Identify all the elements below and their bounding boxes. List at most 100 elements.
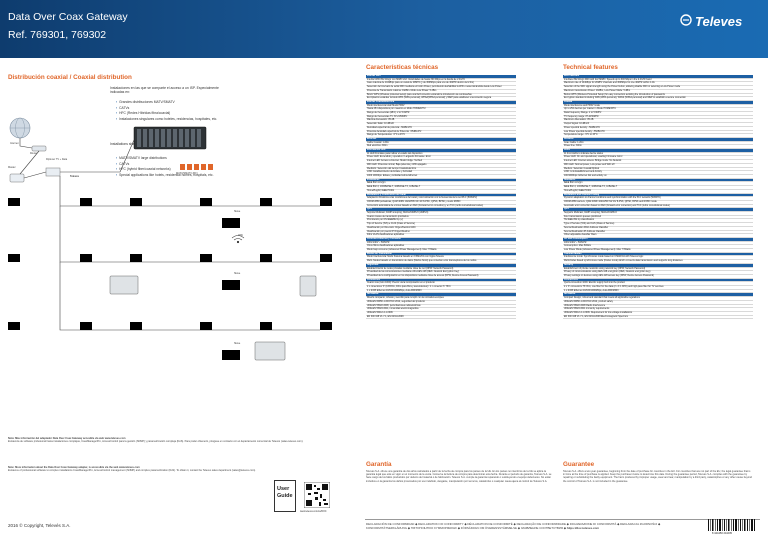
spec-row: Automatic error correction based on FEC …: [563, 204, 753, 209]
spec-row: Privacy of communications using AES-128 …: [563, 270, 753, 275]
spec-cell: WIFI interface: [563, 75, 753, 79]
spec-cell: UNE-EN 50412-2-1:2006: [366, 311, 516, 316]
guarantee-en-title: Guarantee: [563, 461, 595, 468]
spec-cell: IEEE 802.3, 1000BASE-T, 100BASE-TX, 10BA…: [563, 185, 753, 190]
bullets-es: ›Grandes distribuciones MATV/SMATV ›CATV…: [116, 100, 226, 122]
bullet-en-4: ›Special applications like hotels, resid…: [116, 172, 214, 177]
label-slave-1: Slave: [234, 210, 241, 213]
spec-row: Maximum Attenuation: 85 dB: [563, 118, 753, 124]
spec-cell: Modos de Transmisión: [366, 252, 516, 257]
spec-cell: Distance: [563, 137, 753, 142]
spec-cell: Normativa: [366, 292, 516, 298]
spec-cell: Privacy of communications using AES-128 …: [563, 270, 753, 275]
spec-cell: Rango de frecuencias TV: 87-2150MHz: [366, 115, 516, 120]
spec-cell: Medición: Selección del tiempo Coaxial/e…: [366, 167, 516, 172]
laptop-icon: [109, 275, 139, 295]
spec-cell: Connections: [563, 278, 753, 283]
intro-es: Instalaciones en las que se comparte el …: [110, 86, 219, 95]
spec-row: Maximum rate of 144Mbps for 20MHz channe…: [563, 81, 753, 87]
spec-section-header: Ethernet: [366, 137, 516, 142]
spec-row: Button WPS (Wireless Protected Setup) fo…: [563, 93, 753, 98]
spec-cell: UNE-EN 60950-1:2007/AC:2012, seguridad d…: [366, 300, 516, 305]
page-title: Data Over Coax Gateway: [8, 11, 128, 23]
spec-cell: Información LED: [366, 148, 516, 153]
internet-globe-icon: [9, 117, 31, 139]
spec-row: TE IEEE 802.1p classification: [563, 218, 753, 224]
spec-section-header: Security: [563, 263, 753, 268]
spec-row: Low Power spectral density: -55dBm/Hz: [563, 130, 753, 135]
spec-row: Other adjustable classifier filters: [563, 233, 753, 238]
qr-code-icon[interactable]: [304, 482, 330, 508]
spec-row: Privacidad de la configuración en los di…: [366, 274, 516, 279]
spec-row: 1 x RJ45 Ethernet 10/100/1000Mbps, Auto-…: [366, 289, 516, 294]
spec-row: Multi-Nodes based synchronous mode (Node…: [563, 259, 753, 264]
declaration-url[interactable]: https://doc.televes.com: [566, 526, 599, 530]
label-slave-2: Slave: [234, 272, 241, 275]
spec-row: Quick-connection 1000. Electric supply b…: [563, 281, 753, 287]
spec-row: Modo interferencia total/ Modo HPAV: [366, 104, 516, 109]
spec-section-header: Connections: [563, 278, 753, 283]
spec-row: Tipo of Service (ToS) e rCoS (Class of S…: [366, 222, 516, 227]
spec-cell: WiFi LED: Potencia normal, Baja potencia…: [366, 163, 516, 168]
spec-row: 1 x RJ45 Ethernet 10/100/1000Mbps, Auto-…: [563, 289, 753, 294]
spec-cell: Interfaz Coaxial/Eléctrica: [366, 100, 516, 105]
spec-row: 1000 1000bps: Enlace y Actividad sobre E…: [366, 174, 516, 179]
spec-cell: Selección del intervalo de señal WiFi me…: [366, 85, 516, 90]
spec-cell: Privacidad de las comunicaciones mediant…: [366, 270, 516, 275]
spec-cell: Low Power Mode (Advanced Power Managemen…: [563, 248, 753, 253]
televes-logo-icon: [680, 14, 692, 26]
barcode-number: 8 424450 211005: [712, 532, 733, 535]
spec-cell: Power spectral density: -50dBm/Hz: [563, 126, 753, 131]
footer-divider: [365, 519, 760, 520]
spec-section-header: Distance: [563, 137, 753, 142]
spec-row: Source/Destination MAC Address Classifie…: [563, 226, 753, 231]
spec-cell: QoS: [366, 207, 516, 212]
spec-cell: LINK: Establecimiento de Enlace y Activi…: [366, 170, 516, 175]
spec-row: 100V-240V ~ 50/60Hz: [563, 241, 753, 246]
bullet-en-2: ›CATVs: [116, 161, 130, 166]
user-guide-word-2: Guide: [277, 493, 293, 499]
spec-row: Modo Interferencia: Modo Sistema basado …: [366, 255, 516, 261]
spec-section-header: Seguridad: [366, 263, 516, 268]
spec-cell: UNE-EN 50412-2-1:2006. Requirement for l…: [563, 311, 753, 316]
spec-row: Cuatro vías (Giro 1000): Puerto vía la i…: [366, 281, 516, 287]
spec-cell: Cable Coaxial: 1.20m: [366, 141, 516, 146]
spec-cell: Establishment of private networks using …: [563, 267, 753, 272]
guarantee-es-title: Garantía: [366, 461, 392, 468]
spec-row: Source/Destination IP Address Classifier: [563, 230, 753, 235]
spec-row: Supports Multicast, IGMP snooping, MLDv2…: [563, 211, 753, 216]
spec-row: UNE-EN 55022:2008 Radio Interference: [563, 304, 753, 309]
spec-cell: Internet LED: Internet access. Bridge mo…: [563, 159, 753, 164]
spec-cell: Potencia densidad espectral de Potencia:…: [366, 130, 516, 135]
spec-cell: Máxima Atenuación: 85 dB: [366, 118, 516, 124]
spec-cell: OFDM 2880 portadoras, QAM 4096/ 1024/256…: [366, 200, 516, 205]
header-banner: Data Over Coax Gateway Ref. 769301, 7693…: [0, 0, 768, 58]
spec-row: Potencia de Transmisión máxima: 19dBm. M…: [366, 89, 516, 94]
spec-row: 2 x conectores 'F' (115Ohm, Filtro para …: [366, 285, 516, 290]
spec-row: WiFi LED: Normal power, Low power and Wi…: [563, 163, 753, 168]
spec-row: OFDM 2880 carriers, QAM 4096/ 1024/256/ …: [563, 200, 753, 205]
spec-section-header: Coaxial: [563, 100, 753, 105]
spec-cell: Botón WPS (Wireless protected setup) par…: [366, 93, 516, 98]
label-internet: Internet: [10, 142, 19, 145]
spec-row: Interfaz WiFi 802.11bgn con MIMO 2x2. Ve…: [366, 78, 516, 83]
spec-cell: QoS: [563, 207, 753, 212]
user-guide-box: User Guide: [274, 480, 296, 512]
spec-section-header: AC and Consumption: [563, 237, 753, 242]
spec-row: Power LED: On and operational, Loading F…: [563, 155, 753, 161]
spec-cell: HomePlugAV, IEEE P1901: [563, 189, 753, 194]
spec-row: EN 300 328 V1.7.1, EN 62311:2008 Electro…: [563, 315, 753, 320]
spec-row: Botón WPS (Wireless protected setup) par…: [366, 93, 516, 98]
spec-section-header: Interfaz WIFI: [366, 75, 516, 79]
spec-row: Power line: 300m: [563, 144, 753, 150]
spec-row: Rango de frecuencias (Mhz): 2 to 5.6MHz: [366, 111, 516, 116]
spec-cell: 11 LED Frontales para indicar el estado …: [366, 152, 516, 157]
spec-section-header: Modulation y Codificación de Canal: [366, 193, 516, 198]
spec-cell: Quick-connection 1000. Electric supply b…: [563, 281, 753, 287]
spec-cell: Source/Destination MAC Address Classifie…: [563, 226, 753, 231]
spec-cell: Modo Interferencia: Modo Sistema basado …: [366, 255, 516, 261]
bullet-en-3: ›HFC (hybrid fiber/coaxial networks): [116, 167, 171, 172]
spec-row: Rango de Temperaturas: -5°C a 45°C: [366, 133, 516, 138]
spec-row: IEEE 802.3, 1000BASE-T, 100BASE-TX, 10BA…: [366, 185, 516, 190]
spec-row: Output Signal: 10 dBm/F: [563, 122, 753, 127]
